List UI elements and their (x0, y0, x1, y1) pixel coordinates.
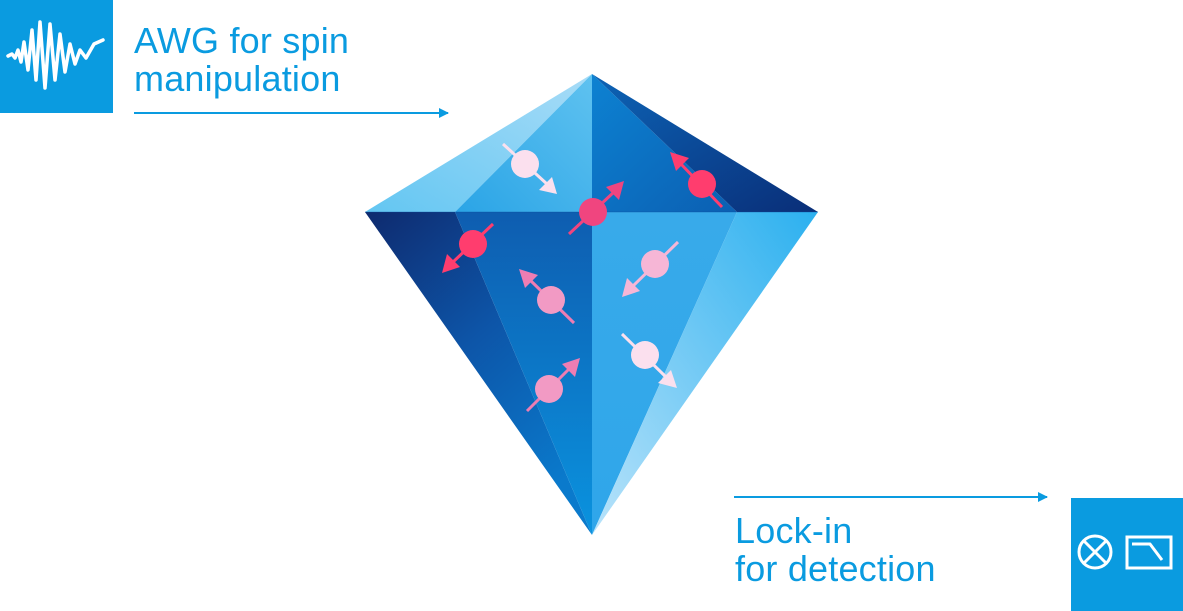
awg-label: AWG for spin manipulation (134, 22, 349, 98)
lockin-icon-box (1071, 498, 1183, 611)
diamond-crystal (365, 74, 818, 535)
mixer-filter-icon (1077, 534, 1173, 570)
spin-3 (567, 181, 624, 236)
lockin-label: Lock-in for detection (735, 512, 936, 588)
awg-icon-box (0, 0, 113, 113)
spin-group (442, 142, 724, 413)
spin-4 (442, 222, 495, 273)
lockin-label-line1: Lock-in (735, 510, 853, 551)
spin-5 (622, 240, 680, 297)
waveform-icon (6, 20, 105, 90)
lockin-label-line2: for detection (735, 548, 936, 589)
spin-1 (501, 142, 557, 194)
spin-2 (670, 152, 724, 209)
spin-7 (620, 332, 677, 388)
spin-8 (525, 358, 580, 413)
awg-label-line2: manipulation (134, 58, 341, 99)
awg-label-line1: AWG for spin (134, 20, 350, 61)
spin-6 (519, 269, 576, 325)
